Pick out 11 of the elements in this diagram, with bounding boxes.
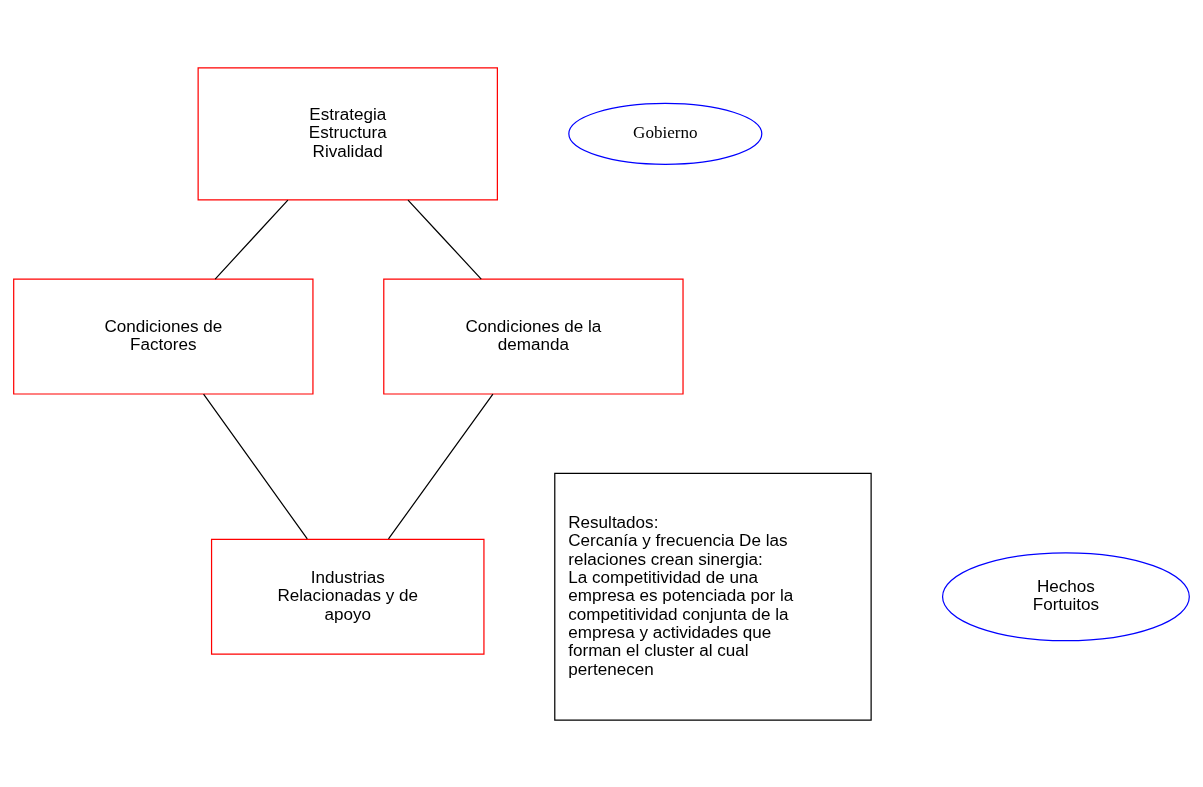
node-box: Condiciones de Factores [13,278,314,395]
connector [214,199,289,280]
node-ellipse: Hechos Fortuitos [941,551,1190,641]
node-box: Condiciones de la demanda [383,278,684,395]
node-box: Estrategia Estructura Rivalidad [197,66,498,200]
node-box: Resultados: Cercanía y frecuencia De las relaciones crean sinergia: La competitividad de una empresa es potenciada por la competitividad conjunta de la empresa y actividades que forman el cluster al cual pertenecen [554,472,872,721]
connector [407,199,482,280]
connector [202,392,308,540]
connector [387,392,494,540]
node-box: Industrias Relacionadas y de apoyo [210,538,485,655]
node-ellipse: Gobierno [568,102,763,165]
